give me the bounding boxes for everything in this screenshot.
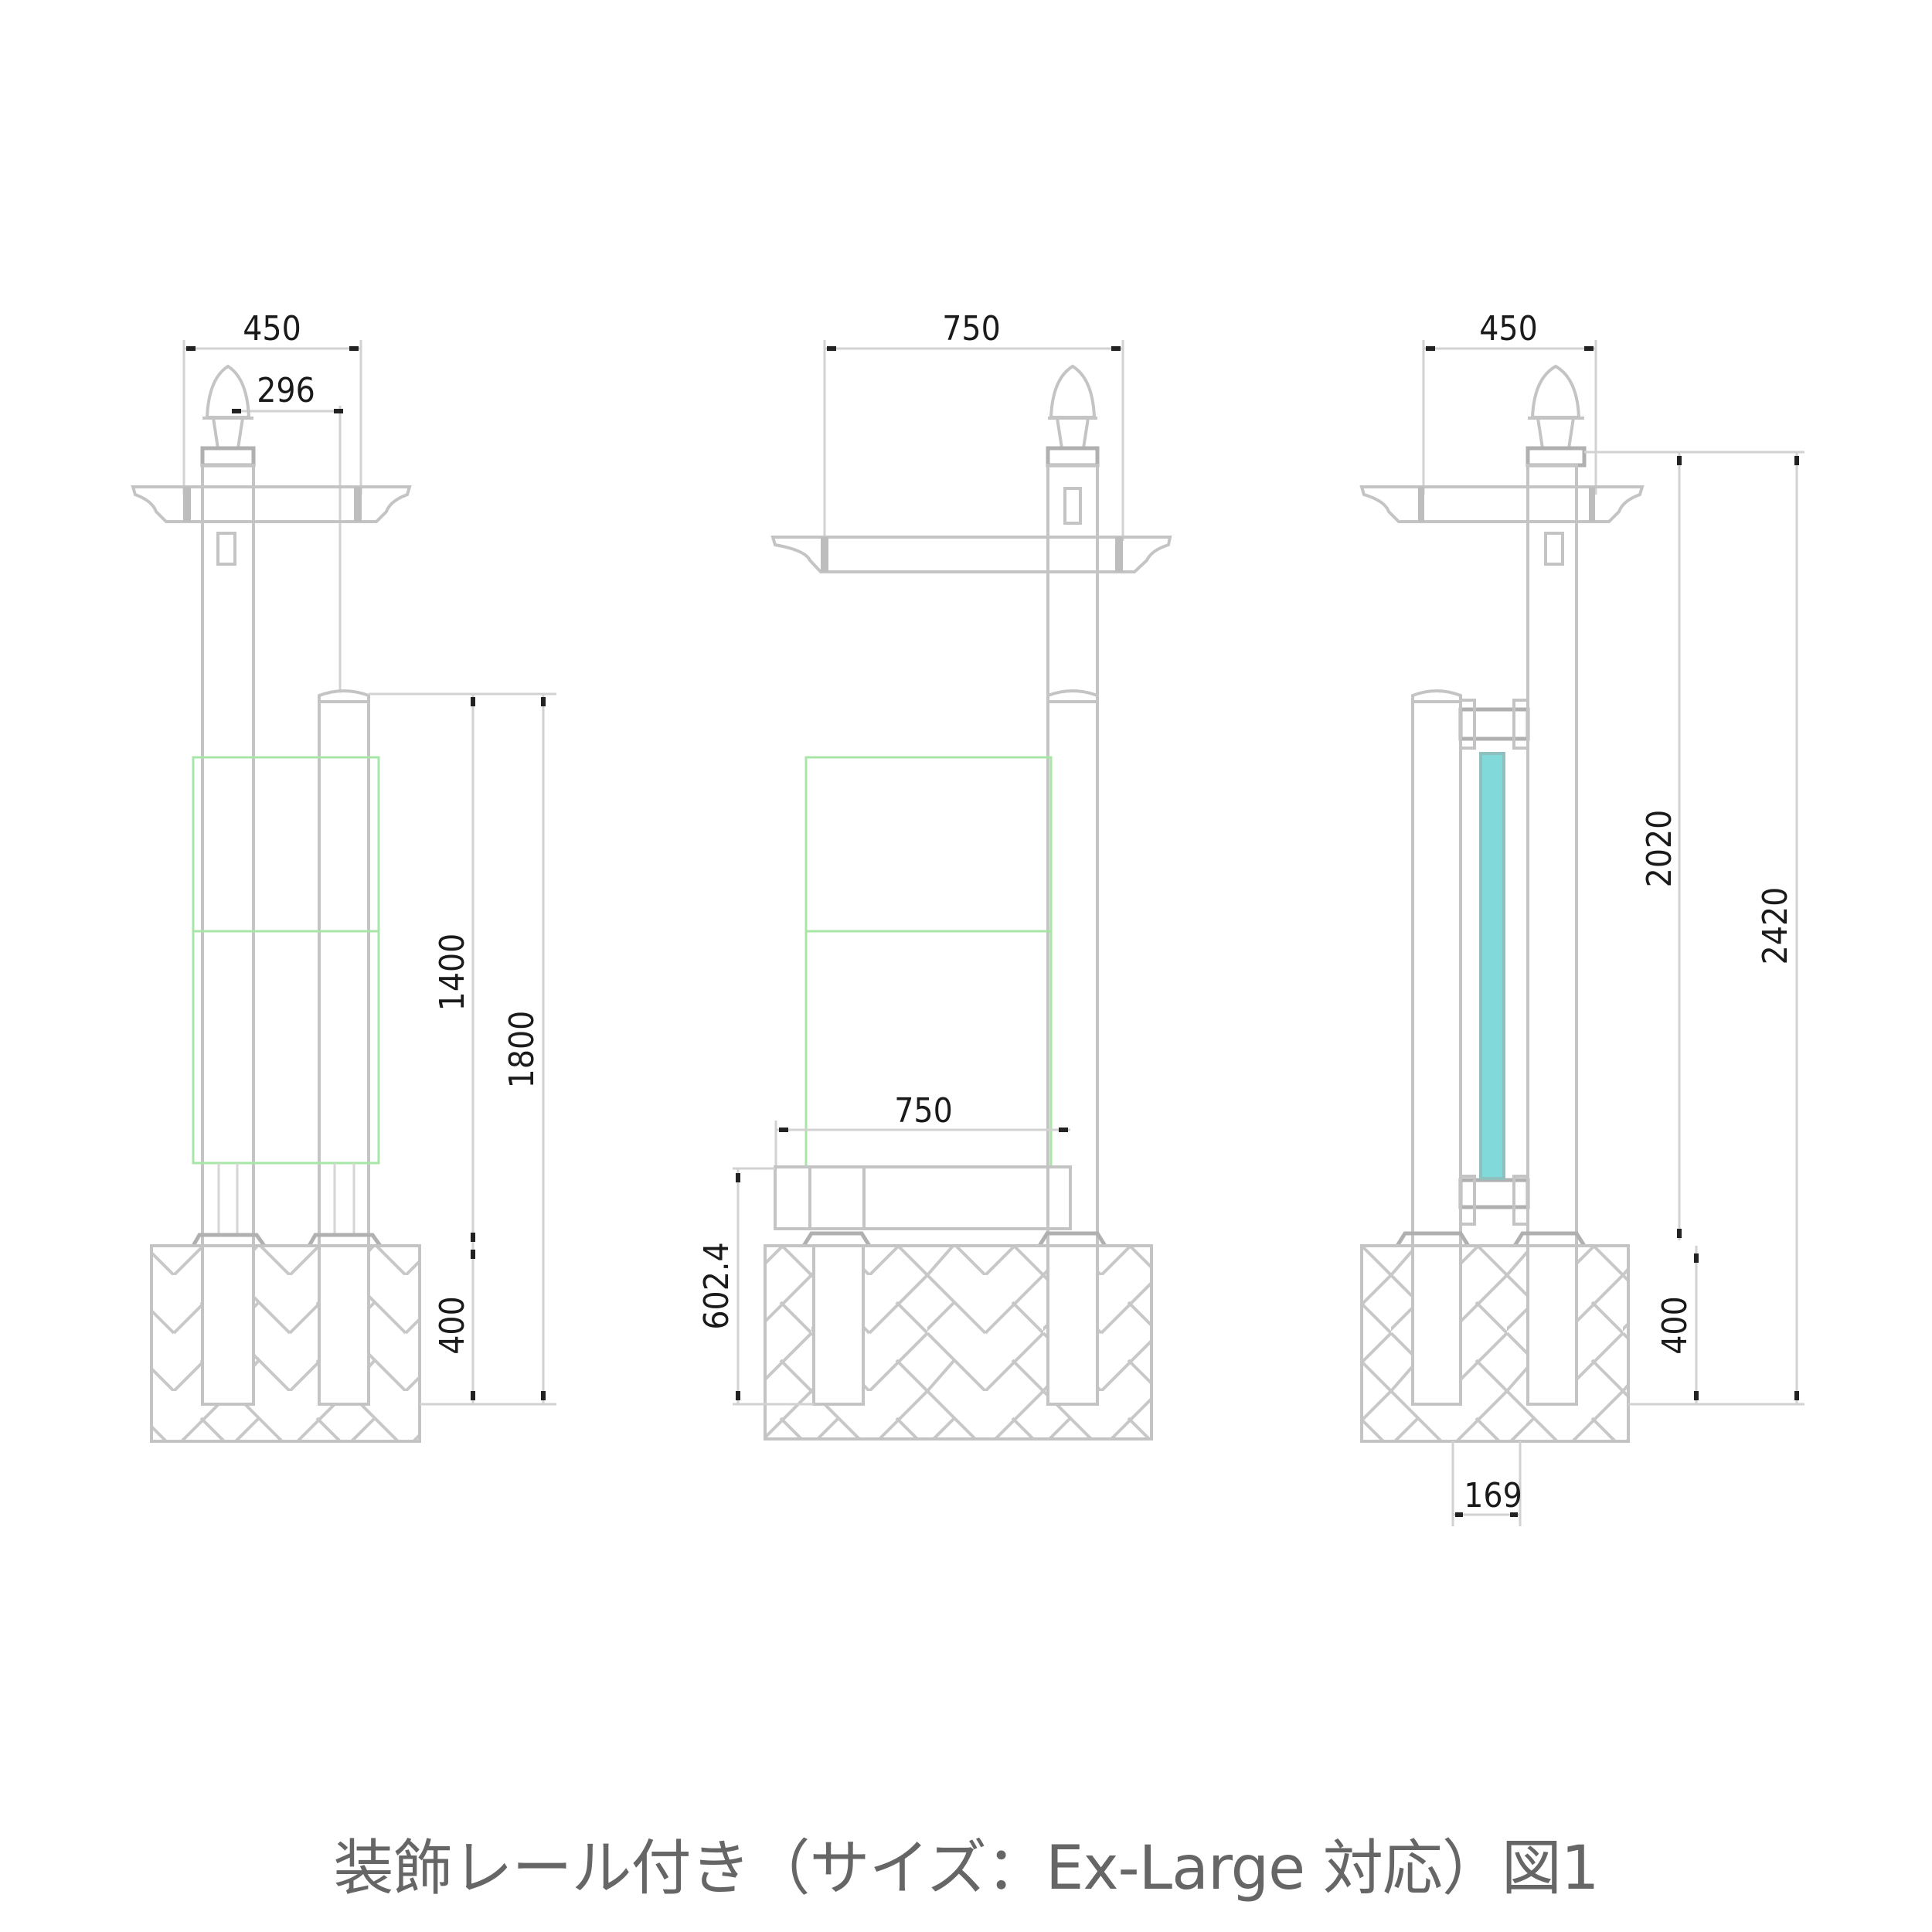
- dim-750-top: 750: [823, 309, 1124, 541]
- dim-label: 750: [894, 1091, 953, 1131]
- finial-icon: [1046, 364, 1100, 468]
- foundation-left: [150, 1244, 421, 1443]
- dim-1400-1800-400: 1400 1800 400: [369, 692, 556, 1406]
- dim-169: 169: [1451, 1441, 1522, 1526]
- sign-panel-outline: [192, 756, 380, 1165]
- right-view: 450: [1359, 309, 1804, 1526]
- dim-label: 1800: [502, 1011, 542, 1089]
- dim-label: 296: [257, 371, 315, 410]
- dim-label: 400: [433, 1296, 472, 1355]
- finial-icon: [1526, 364, 1587, 468]
- middle-view: 750 750: [697, 309, 1172, 1440]
- dim-label: 169: [1464, 1476, 1522, 1515]
- dim-label: 450: [1479, 309, 1538, 349]
- dim-450-right: 450: [1422, 309, 1597, 495]
- dim-label: 1400: [433, 934, 472, 1012]
- dim-2020-2420-400: 2020 2420 400: [1584, 451, 1804, 1406]
- decorative-rail: [1359, 485, 1645, 523]
- support-post: [1411, 689, 1462, 1247]
- dim-296: 296: [232, 371, 343, 692]
- foundation-middle: [764, 1244, 1153, 1440]
- main-post: [1526, 464, 1578, 1247]
- dim-602-4: 602.4: [697, 1167, 814, 1406]
- finial-icon: [200, 364, 256, 468]
- dim-label: 2420: [1756, 887, 1795, 965]
- dim-750-bench: 750: [774, 1091, 1070, 1168]
- main-post: [201, 464, 255, 1247]
- dim-label: 750: [942, 309, 1001, 349]
- decorative-rail: [131, 485, 412, 523]
- dim-label: 400: [1655, 1296, 1695, 1355]
- glass-panel: [1479, 752, 1505, 1180]
- decorative-rail: [770, 536, 1172, 573]
- dim-label: 450: [243, 309, 301, 349]
- bench: [774, 1165, 1072, 1230]
- support-post: [318, 689, 370, 1247]
- dim-label: 2020: [1640, 810, 1679, 888]
- figure-caption: 装飾レール付き（サイズ：Ex-Large 対応）図1: [333, 1834, 1599, 1903]
- dim-label: 602.4: [697, 1242, 736, 1329]
- foundation-right: [1360, 1244, 1630, 1443]
- dim-450-left: 450: [182, 309, 362, 495]
- left-view: 450 296: [131, 309, 556, 1443]
